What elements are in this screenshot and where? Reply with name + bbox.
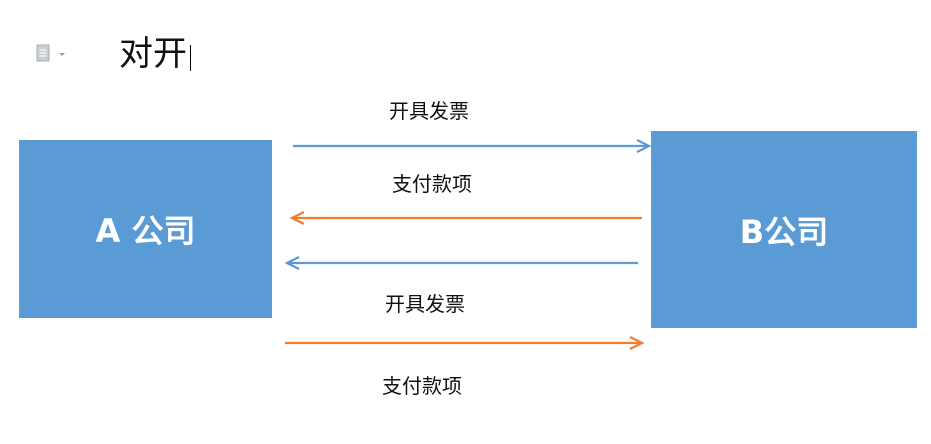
label-payment-to-a: 支付款项 [392,172,472,196]
document-icon[interactable] [36,44,70,64]
page-title: 对开 [119,34,187,74]
text-cursor [190,45,191,71]
company-a-label: A 公司 [95,212,196,250]
company-a-box: A 公司 [19,140,272,318]
arrow-payment-to-a [289,211,642,225]
arrow-payment-to-b [285,336,645,350]
label-payment-to-b: 支付款项 [382,374,462,398]
company-b-label: B公司 [739,212,829,251]
arrow-invoice-to-a [284,256,638,270]
company-b-box: B公司 [651,131,917,328]
label-invoice-to-a: 开具发票 [385,292,465,316]
arrow-invoice-to-b [293,139,652,153]
chevron-down-icon [59,53,65,56]
label-invoice-to-b: 开具发票 [389,99,469,123]
